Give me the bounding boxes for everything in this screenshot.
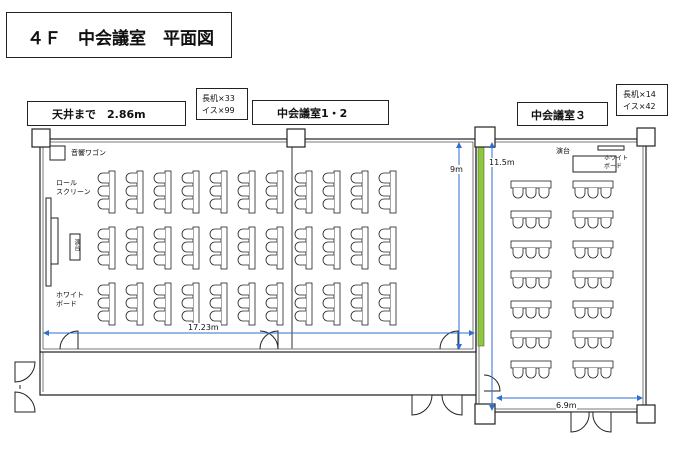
table-set <box>181 226 200 270</box>
table-set <box>572 300 614 319</box>
table-set <box>125 226 144 270</box>
table-set <box>572 210 614 229</box>
table-set <box>572 330 614 349</box>
table-set <box>510 270 552 289</box>
door-left <box>14 361 36 383</box>
table-set <box>153 170 172 214</box>
corridor-wall <box>39 352 476 396</box>
dim-width3: 6.9m <box>556 401 577 410</box>
table-set <box>265 226 284 270</box>
room3-seating <box>510 180 614 379</box>
room3-name-label: 中会議室３ <box>531 109 586 122</box>
table-set <box>209 282 228 326</box>
whiteboard3 <box>597 145 625 151</box>
whiteboard12-label-1: ホワイト <box>56 291 84 299</box>
audio-wagon-label: 音響ワゴン <box>71 149 106 157</box>
whiteboard3-label-1: ホワイト <box>604 155 629 162</box>
capacity12-chairs: イス×99 <box>202 106 235 115</box>
room3-name-box: 中会議室３ <box>517 102 608 126</box>
table-set <box>97 226 116 270</box>
table-set <box>322 282 341 326</box>
roll-screen-label-2: スクリーン <box>56 188 91 196</box>
table-set <box>510 210 552 229</box>
capacity3-chairs: イス×42 <box>623 102 656 111</box>
door-bottom <box>411 394 433 416</box>
table-set <box>209 226 228 270</box>
table-set <box>572 240 614 259</box>
roll-screen-label-1: ロール <box>56 179 77 187</box>
table-set <box>125 282 144 326</box>
dim-depth12: 9m <box>450 165 463 174</box>
table-set <box>97 282 116 326</box>
whiteboard12-label-2: ボード <box>56 300 77 308</box>
column <box>31 128 51 148</box>
audio-wagon <box>49 145 66 161</box>
table-set <box>350 226 369 270</box>
table-set <box>572 360 614 379</box>
table-set <box>265 282 284 326</box>
ceiling-height-box: 天井まで 2.86m <box>27 101 186 126</box>
podium3 <box>572 155 617 173</box>
column <box>636 127 656 147</box>
room12-seating <box>97 170 397 326</box>
table-set <box>265 170 284 214</box>
ceiling-height-label: 天井まで 2.86m <box>52 108 146 121</box>
table-set <box>322 170 341 214</box>
title-box: ４Ｆ 中会議室 平面図 <box>6 12 232 58</box>
column <box>286 128 306 148</box>
capacity3-box: 長机×14 イス×42 <box>616 84 668 116</box>
table-set <box>510 300 552 319</box>
table-set <box>510 360 552 379</box>
table-set <box>153 282 172 326</box>
page-title: ４Ｆ 中会議室 平面図 <box>27 29 214 49</box>
table-set <box>181 282 200 326</box>
podium12 <box>69 233 81 261</box>
room3-partition <box>477 142 485 347</box>
capacity12-box: 長机×33 イス×99 <box>196 88 248 120</box>
table-set <box>378 170 397 214</box>
table-set <box>350 170 369 214</box>
dim-depth3: 11.5m <box>489 158 515 167</box>
table-set <box>378 282 397 326</box>
table-set <box>294 226 313 270</box>
capacity12-tables: 長机×33 <box>202 94 235 103</box>
column <box>636 404 656 424</box>
table-set <box>350 282 369 326</box>
dim-width12: 17.23m <box>186 323 221 332</box>
room12-name-label: 中会議室1・2 <box>277 107 348 120</box>
table-set <box>237 282 256 326</box>
table-set <box>294 170 313 214</box>
table-set <box>237 170 256 214</box>
roll-screen <box>45 197 52 287</box>
table-set <box>153 226 172 270</box>
table-set <box>209 170 228 214</box>
table-set <box>322 226 341 270</box>
podium3-label: 演台 <box>556 147 570 155</box>
table-set <box>294 282 313 326</box>
column <box>474 126 496 148</box>
whiteboard3-label-2: ボード <box>604 163 623 170</box>
table-set <box>237 226 256 270</box>
table-set <box>572 270 614 289</box>
table-set <box>510 330 552 349</box>
podium12-label: 演台 <box>73 239 80 251</box>
table-set <box>510 240 552 259</box>
room3-wall <box>475 138 647 413</box>
table-set <box>572 180 614 199</box>
table-set <box>181 170 200 214</box>
capacity3-tables: 長机×14 <box>623 90 656 99</box>
room12-name-box: 中会議室1・2 <box>252 100 389 125</box>
table-set <box>97 170 116 214</box>
table-set <box>378 226 397 270</box>
table-set <box>510 180 552 199</box>
table-set <box>125 170 144 214</box>
